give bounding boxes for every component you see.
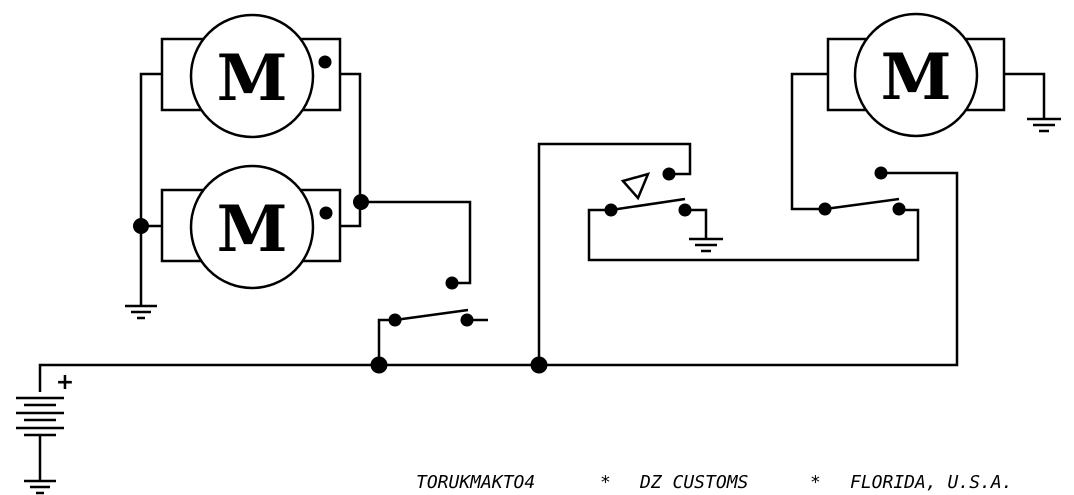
motor-1-label: M bbox=[217, 41, 288, 116]
motor-2-terminal bbox=[319, 206, 333, 220]
credit-separator-1: * bbox=[600, 472, 611, 493]
motor-1-rotor bbox=[189, 13, 315, 139]
bus-junction-1 bbox=[370, 356, 388, 374]
switch-3-right-contact bbox=[892, 202, 906, 216]
main-bus-wire bbox=[38, 171, 959, 392]
motor-2-rotor bbox=[189, 164, 315, 290]
motor-2: M bbox=[160, 164, 342, 290]
battery-icon bbox=[16, 396, 64, 480]
motor-3-label: M bbox=[881, 40, 952, 115]
ground-icon bbox=[689, 237, 723, 253]
switch-1-supply-wire bbox=[377, 318, 395, 365]
motor-1: M bbox=[160, 13, 342, 139]
credit-separator-2: * bbox=[810, 472, 821, 493]
switch-3-top-contact bbox=[874, 166, 888, 180]
switch-3-blade bbox=[824, 197, 900, 211]
switch-2-top-contact bbox=[662, 167, 676, 181]
ground-icon bbox=[1027, 117, 1061, 133]
motor-3-ground-wire bbox=[1004, 72, 1046, 118]
credit-location: FLORIDA, U.S.A. bbox=[850, 472, 1013, 493]
motor-1-terminal bbox=[318, 55, 332, 69]
ground-icon bbox=[24, 479, 56, 495]
switch-2-feed-wire bbox=[537, 142, 692, 365]
switch-2-ground-wire bbox=[685, 208, 708, 238]
triangle-indicator-icon bbox=[620, 172, 651, 201]
credit-author: TORUKMAKTO4 bbox=[416, 472, 535, 493]
battery-positive-label: + bbox=[56, 370, 74, 395]
switch-3 bbox=[818, 166, 906, 216]
switch-2-blade bbox=[610, 197, 686, 212]
motor-3-rotor bbox=[853, 12, 979, 138]
credit-company: DZ CUSTOMS bbox=[639, 472, 749, 493]
motor-2-label: M bbox=[217, 192, 288, 267]
switch-1-feed-wire bbox=[361, 200, 472, 285]
ground-icon bbox=[125, 304, 157, 320]
switch-1-top-contact bbox=[445, 276, 459, 290]
switch-1 bbox=[388, 276, 488, 327]
motor-3: M bbox=[826, 12, 1006, 138]
crossover-wire bbox=[587, 208, 920, 262]
motor-positive-wire bbox=[340, 72, 362, 228]
motor-1-ground-wire bbox=[139, 72, 162, 305]
switch-1-blade bbox=[394, 308, 469, 322]
motor-3-supply-wire bbox=[790, 72, 828, 211]
ground-junction-dot bbox=[133, 218, 149, 234]
